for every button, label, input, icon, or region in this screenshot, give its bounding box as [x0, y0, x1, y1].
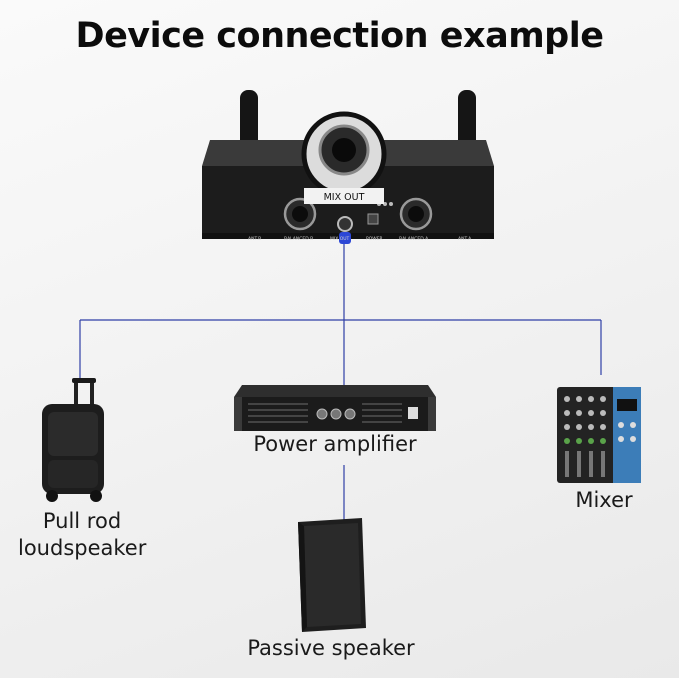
passive-speaker-image [298, 518, 366, 632]
diagram-title: Device connection example [75, 16, 604, 56]
pull-rod-label-line2: loudspeaker [18, 536, 147, 560]
panel-label-ant-a: ANT.A [458, 236, 472, 242]
panel-label-balanced-a: BALANCED A [399, 236, 429, 242]
pull-rod-label-line1: Pull rod [42, 509, 122, 533]
power-amplifier-label: Power amplifier [253, 432, 417, 456]
mixer-image [557, 387, 641, 483]
mix-out-callout-label: MIX OUT [324, 192, 365, 203]
power-amplifier-image [234, 385, 436, 431]
pull-rod-loudspeaker-label: Pull rod loudspeaker [18, 508, 146, 562]
panel-label-mix-out: MIX OUT [330, 236, 350, 242]
mix-out-jack [337, 216, 353, 232]
pull-rod-loudspeaker-image [42, 378, 104, 502]
passive-speaker-label: Passive speaker [247, 636, 415, 660]
wireless-receiver: MIX OUT ANT.B BALANCED B MIX OUT POWER B… [202, 90, 494, 244]
power-jack [367, 213, 379, 225]
mixer-label: Mixer [575, 488, 633, 512]
panel-label-power: POWER [366, 236, 383, 242]
panel-label-ant-b: ANT.B [248, 236, 261, 242]
panel-label-balanced-b: BALANCED B [284, 236, 313, 242]
blue-plug [339, 232, 351, 244]
